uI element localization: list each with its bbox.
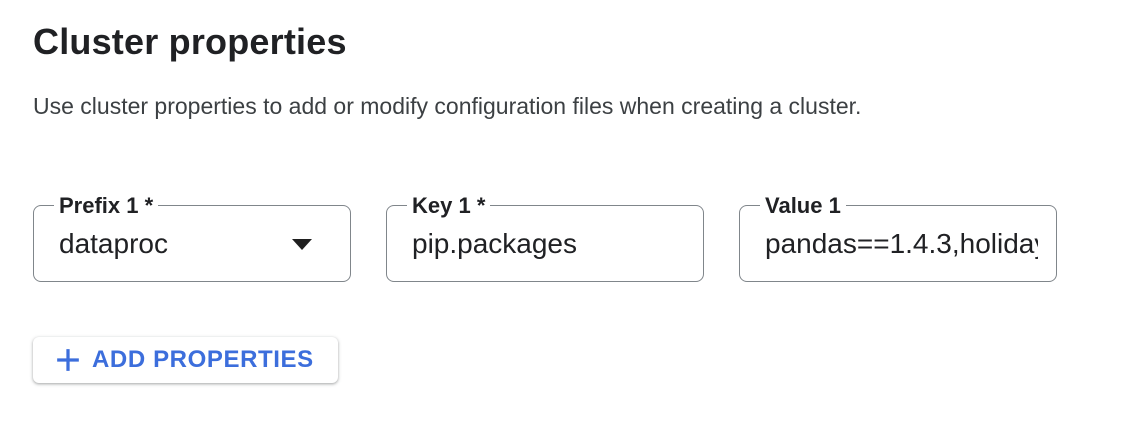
key-1-input[interactable] (412, 227, 685, 260)
value-1-label: Value 1 (760, 193, 846, 219)
page-title: Cluster properties (33, 21, 347, 62)
prefix-1-label: Prefix 1 * (54, 193, 159, 219)
add-properties-label: ADD PROPERTIES (92, 346, 314, 373)
section-description: Use cluster properties to add or modify … (33, 93, 862, 119)
cluster-properties-section: Cluster properties Use cluster propertie… (33, 21, 1089, 383)
key-1-label: Key 1 * (407, 193, 491, 219)
key-1-field: Key 1 * (386, 193, 704, 282)
prefix-1-value: dataproc (59, 227, 168, 259)
value-1-field: Value 1 (739, 193, 1057, 282)
property-row: Prefix 1 * dataproc Key 1 * Value 1 (33, 193, 1089, 282)
add-properties-button[interactable]: ADD PROPERTIES (33, 337, 338, 383)
value-1-input[interactable] (765, 227, 1038, 260)
dropdown-arrow-icon (292, 238, 312, 250)
plus-icon (55, 347, 81, 373)
prefix-1-select[interactable]: Prefix 1 * dataproc (33, 193, 351, 282)
actions-row: ADD PROPERTIES (33, 337, 1089, 383)
